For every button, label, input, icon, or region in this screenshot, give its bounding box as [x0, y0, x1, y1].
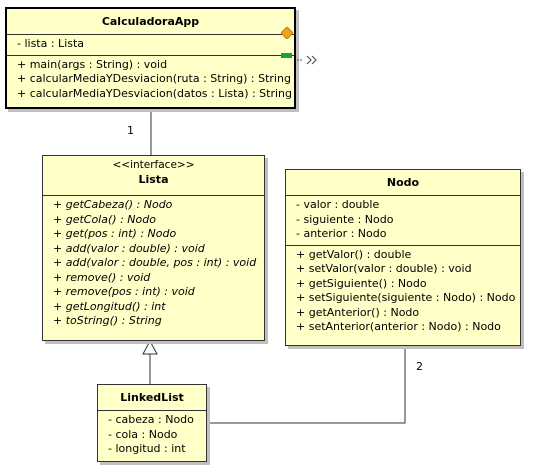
attribute: - anterior : Nodo [296, 227, 387, 240]
operation: + setSiguiente(siguiente : Nodo) : Nodo [296, 291, 516, 304]
attributes-compartment: - cabeza : Nodo - cola : Nodo - longitud… [98, 411, 206, 460]
operation: + setValor(valor : double) : void [296, 262, 472, 275]
multiplicity-label: 2 [416, 360, 423, 373]
operation: + getLongitud() : int [53, 299, 166, 313]
operation: + getSiguiente() : Nodo [296, 276, 427, 290]
double-arrow-icon[interactable] [297, 54, 321, 66]
operation: + getCola() : Nodo [53, 212, 156, 226]
operation: + remove() : void [53, 270, 151, 284]
class-linked-list[interactable]: LinkedList - cabeza : Nodo - cola : Nodo… [97, 384, 207, 462]
stereotype-label: <<interface>> [112, 159, 195, 171]
operation: + remove(pos : int) : void [53, 285, 195, 298]
class-calculadora-app[interactable]: CalculadoraApp - lista : Lista + main(ar… [5, 7, 296, 109]
multiplicity-label: 1 [127, 124, 134, 137]
attribute: - longitud : int [108, 442, 186, 455]
operation: + getAnterior() : Nodo [296, 305, 420, 319]
operations-compartment: + main(args : String) : void + calcularM… [7, 56, 294, 105]
attribute: - lista : Lista [17, 37, 85, 50]
class-name: Lista [138, 173, 169, 186]
attributes-compartment: - lista : Lista [7, 35, 294, 56]
attribute: - siguiente : Nodo [296, 212, 394, 226]
class-header: <<interface>> Lista [43, 156, 264, 196]
association-linkedlist-nodo [207, 346, 406, 424]
realization-arrowhead [142, 339, 158, 355]
connection-handle-icon[interactable] [281, 52, 293, 60]
class-name: CalculadoraApp [7, 9, 294, 35]
operation: + getValor() : double [296, 247, 412, 261]
resize-handle-icon[interactable] [281, 27, 293, 39]
attribute: - valor : double [296, 198, 380, 211]
attribute: - cola : Nodo [108, 427, 178, 441]
operation: + setAnterior(anterior : Nodo) : Nodo [296, 320, 501, 333]
operation: + add(valor : double) : void [53, 241, 205, 255]
operation: + getCabeza() : Nodo [53, 198, 173, 211]
operation: + calcularMediaYDesviacion(ruta : String… [17, 72, 291, 85]
operation: + toString() : String [53, 314, 162, 327]
interface-lista[interactable]: <<interface>> Lista + getCabeza() : Nodo… [42, 155, 265, 341]
attributes-compartment: - valor : double - siguiente : Nodo - an… [286, 196, 520, 246]
operations-compartment: + getCabeza() : Nodo + getCola() : Nodo … [43, 196, 264, 332]
operations-compartment: + getValor() : double + setValor(valor :… [286, 246, 520, 338]
class-name: Nodo [286, 170, 520, 196]
operation: + calcularMediaYDesviacion(datos : Lista… [17, 86, 293, 100]
operation: + add(valor : double, pos : int) : void [53, 256, 257, 269]
class-nodo[interactable]: Nodo - valor : double - siguiente : Nodo… [285, 169, 521, 346]
operation: + get(pos : int) : Nodo [53, 227, 177, 240]
attribute: - cabeza : Nodo [108, 413, 194, 426]
operation: + main(args : String) : void [17, 57, 168, 71]
class-name: LinkedList [98, 385, 206, 411]
